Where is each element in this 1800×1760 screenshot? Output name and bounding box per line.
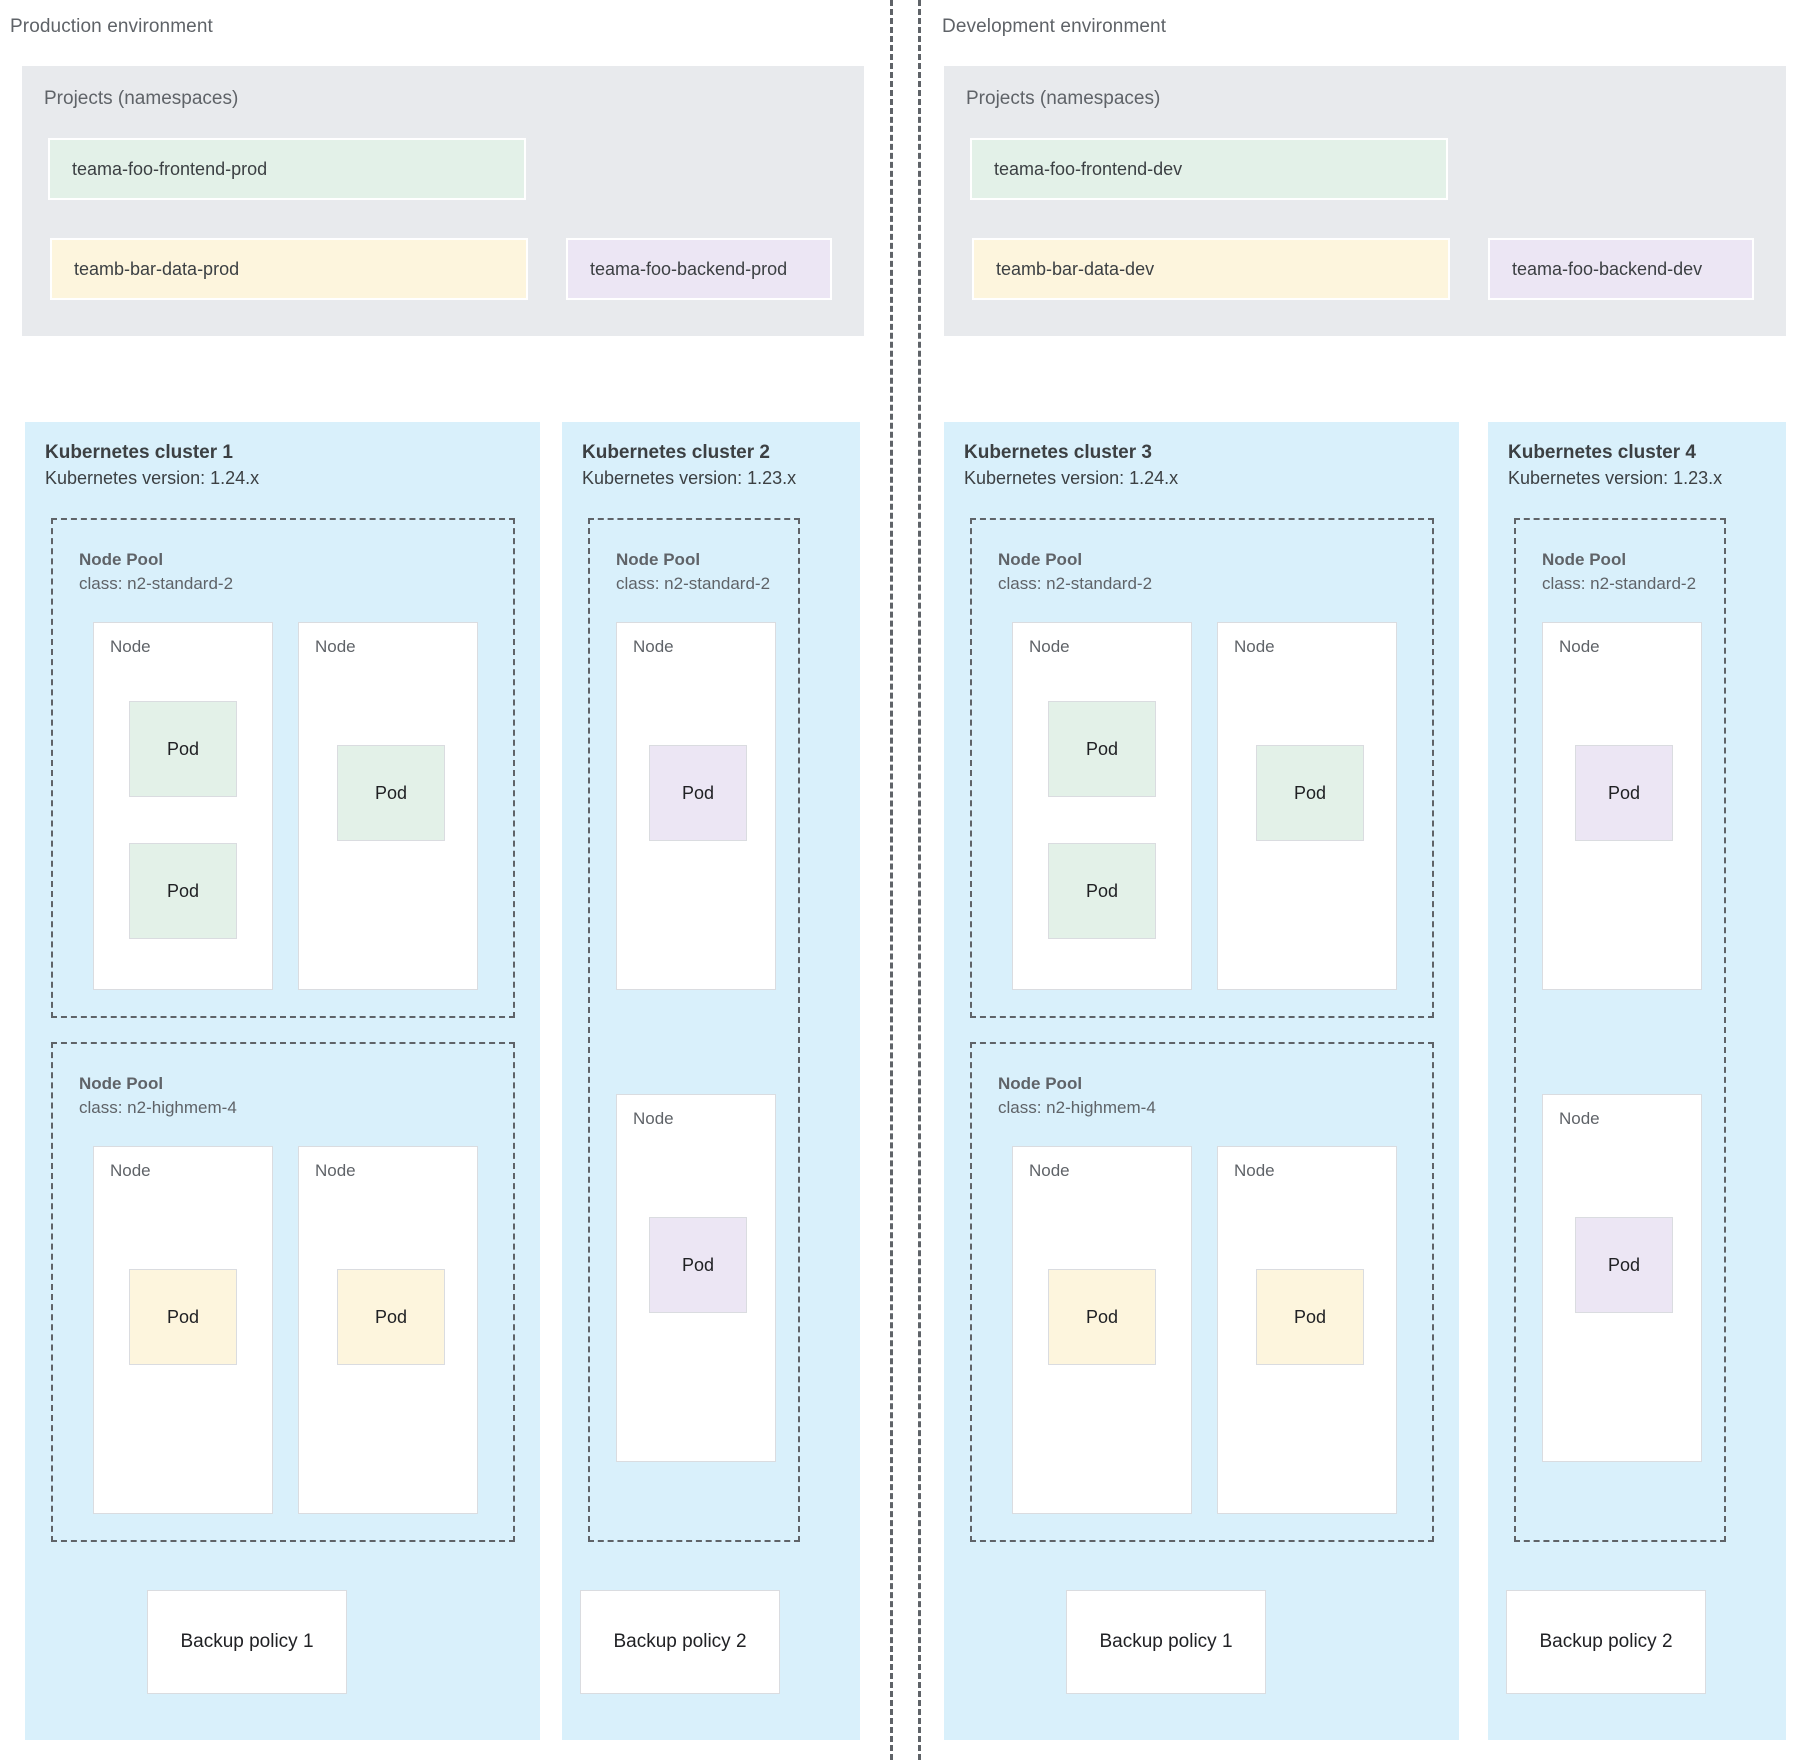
pod[interactable]: Pod	[129, 701, 237, 797]
namespace-box-teama-foo-frontend-dev[interactable]: teama-foo-frontend-dev	[970, 138, 1448, 200]
cluster-kubernetes-cluster-1: Kubernetes cluster 1 Kubernetes version: …	[25, 422, 540, 1740]
pod[interactable]: Pod	[129, 843, 237, 939]
environment-divider-1	[890, 0, 893, 1760]
backup-policy-box[interactable]: Backup policy 1	[147, 1590, 347, 1694]
namespace-box-teama-foo-backend-dev[interactable]: teama-foo-backend-dev	[1488, 238, 1754, 300]
node-pool-title: Node Pool	[998, 550, 1083, 569]
node-pool-class: class: n2-standard-2	[998, 574, 1153, 593]
node-label: Node	[1234, 1161, 1275, 1180]
node-pool-title: Node Pool	[998, 1074, 1083, 1093]
cluster-version: Kubernetes version: 1.23.x	[582, 468, 797, 488]
node-label: Node	[1559, 1109, 1600, 1128]
pod[interactable]: Pod	[129, 1269, 237, 1365]
projects-label-production: Projects (namespaces)	[44, 88, 239, 109]
node-pool-class: class: n2-standard-2	[616, 574, 771, 593]
node-pool-class: class: n2-standard-2	[79, 574, 234, 593]
pod[interactable]: Pod	[337, 1269, 445, 1365]
node-pool-class: class: n2-standard-2	[1542, 574, 1697, 593]
cluster-version: Kubernetes version: 1.24.x	[964, 468, 1179, 488]
pod[interactable]: Pod	[649, 745, 747, 841]
node-pool-title: Node Pool	[79, 550, 164, 569]
node-label: Node	[1559, 637, 1600, 656]
pod[interactable]: Pod	[1256, 1269, 1364, 1365]
projects-label-development: Projects (namespaces)	[966, 88, 1161, 109]
node-label: Node	[1029, 1161, 1070, 1180]
node-pool-class: class: n2-highmem-4	[998, 1098, 1156, 1117]
node-pool-title: Node Pool	[79, 1074, 164, 1093]
cluster-title: Kubernetes cluster 2	[582, 442, 770, 463]
cluster-kubernetes-cluster-4: Kubernetes cluster 4 Kubernetes version: …	[1488, 422, 1786, 1740]
environment-divider-2	[918, 0, 921, 1760]
node-label: Node	[633, 1109, 674, 1128]
node-label: Node	[110, 1161, 151, 1180]
cluster-title: Kubernetes cluster 1	[45, 442, 233, 463]
cluster-title: Kubernetes cluster 3	[964, 442, 1152, 463]
backup-policy-box[interactable]: Backup policy 2	[580, 1590, 780, 1694]
namespace-box-teamb-bar-data-prod[interactable]: teamb-bar-data-prod	[50, 238, 528, 300]
cluster-kubernetes-cluster-3: Kubernetes cluster 3 Kubernetes version: …	[944, 422, 1459, 1740]
environment-title-development: Development environment	[942, 16, 1167, 37]
node-pool-title: Node Pool	[616, 550, 701, 569]
pod[interactable]: Pod	[1575, 1217, 1673, 1313]
namespace-box-teama-foo-frontend-prod[interactable]: teama-foo-frontend-prod	[48, 138, 526, 200]
pod[interactable]: Pod	[1256, 745, 1364, 841]
pod[interactable]: Pod	[649, 1217, 747, 1313]
node-pool-class: class: n2-highmem-4	[79, 1098, 237, 1117]
node-label: Node	[1234, 637, 1275, 656]
namespace-box-teamb-bar-data-dev[interactable]: teamb-bar-data-dev	[972, 238, 1450, 300]
pod[interactable]: Pod	[337, 745, 445, 841]
cluster-title: Kubernetes cluster 4	[1508, 442, 1696, 463]
cluster-kubernetes-cluster-2: Kubernetes cluster 2 Kubernetes version: …	[562, 422, 860, 1740]
node-pool-title: Node Pool	[1542, 550, 1627, 569]
pod[interactable]: Pod	[1575, 745, 1673, 841]
node-label: Node	[1029, 637, 1070, 656]
node-label: Node	[633, 637, 674, 656]
environment-title-production: Production environment	[10, 16, 213, 37]
node-label: Node	[315, 1161, 356, 1180]
node-label: Node	[110, 637, 151, 656]
backup-policy-box[interactable]: Backup policy 1	[1066, 1590, 1266, 1694]
namespace-box-teama-foo-backend-prod[interactable]: teama-foo-backend-prod	[566, 238, 832, 300]
backup-policy-box[interactable]: Backup policy 2	[1506, 1590, 1706, 1694]
node-label: Node	[315, 637, 356, 656]
pod[interactable]: Pod	[1048, 701, 1156, 797]
cluster-version: Kubernetes version: 1.24.x	[45, 468, 260, 488]
cluster-version: Kubernetes version: 1.23.x	[1508, 468, 1723, 488]
pod[interactable]: Pod	[1048, 1269, 1156, 1365]
pod[interactable]: Pod	[1048, 843, 1156, 939]
